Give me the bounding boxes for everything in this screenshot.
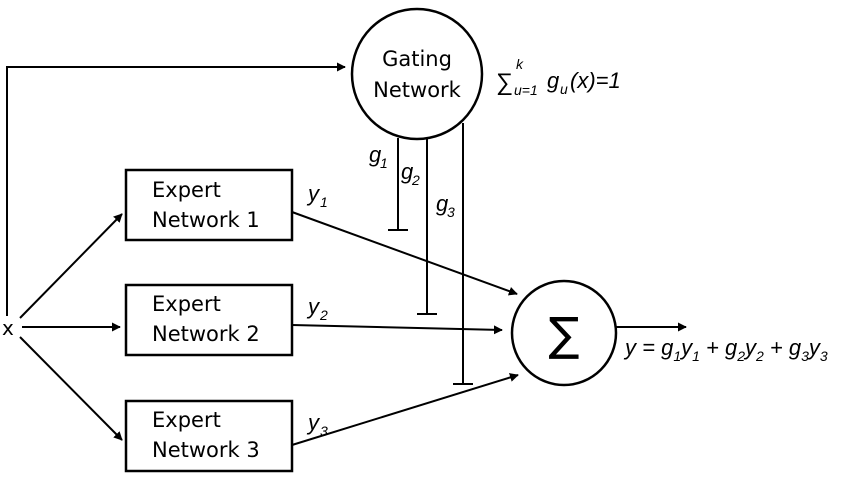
- expert-network-2-label-line2: Network 2: [152, 322, 260, 346]
- expert-network-2: Expert Network 2: [124, 283, 294, 357]
- gate3-line: [453, 123, 473, 385]
- expert-network-3-label-line1: Expert: [152, 408, 221, 432]
- constraint-g-sub: u: [560, 81, 568, 97]
- sum-node-circle: [510, 279, 618, 387]
- output-part-1: y: [679, 335, 694, 360]
- constraint-rest: (x)=1: [570, 68, 621, 93]
- gate3-label: g: [436, 191, 449, 216]
- output-part-4-sub: 3: [801, 348, 809, 364]
- output-part-0: y = g: [623, 335, 674, 360]
- gate1-sub: 1: [380, 155, 388, 171]
- gate3-sub: 3: [447, 204, 455, 220]
- output-part-4: + g: [764, 335, 802, 360]
- expert-network-1-label-line2: Network 1: [152, 208, 260, 232]
- sum-node: ∑: [510, 279, 618, 387]
- gate2-sub: 2: [411, 172, 420, 188]
- output-part-5: y: [807, 335, 822, 360]
- output-part-2: + g: [700, 335, 738, 360]
- expert3-output-label: y: [306, 410, 321, 435]
- input-to-expert1-arrow: [19, 213, 123, 319]
- output-part-3: y: [743, 335, 758, 360]
- gating-network: Gating Network: [350, 7, 484, 141]
- gate2-line: [417, 138, 437, 315]
- output-part-0-sub: 1: [673, 348, 681, 364]
- expert-network-3: Expert Network 3: [124, 399, 294, 473]
- expert-network-1-label-line1: Expert: [152, 178, 221, 202]
- expert1-output-sub: 1: [320, 194, 328, 210]
- expert-network-2-box: [124, 283, 294, 357]
- expert-network-3-label-line2: Network 3: [152, 438, 260, 462]
- expert3-to-sum-arrow: [291, 373, 519, 446]
- output-part-3-sub: 2: [755, 348, 764, 364]
- gating-network-label-line2: Network: [373, 78, 462, 102]
- gating-constraint: ∑ k u=1 g u (x)=1: [496, 56, 621, 98]
- constraint-g: g: [547, 68, 560, 93]
- expert2-output-label: y: [306, 294, 321, 319]
- expert-network-3-box: [124, 399, 294, 473]
- input-to-expert3-arrow: [19, 336, 123, 441]
- output-part-2-sub: 2: [736, 348, 745, 364]
- constraint-sub: u=1: [514, 82, 538, 98]
- input-to-gating-arrow: [6, 62, 346, 316]
- gate2-label: g: [401, 159, 414, 184]
- sum-node-symbol: ∑: [549, 307, 580, 361]
- expert2-to-sum-arrow: [291, 324, 503, 335]
- gating-network-label-line1: Gating: [382, 47, 452, 71]
- expert-network-1-box: [124, 168, 294, 242]
- gate1-label: g: [369, 142, 382, 167]
- constraint-sup: k: [516, 56, 524, 72]
- expert2-output-sub: 2: [319, 307, 328, 323]
- expert3-output-sub: 3: [320, 423, 328, 439]
- expert-network-2-label-line1: Expert: [152, 292, 221, 316]
- gate1-line: [388, 138, 408, 231]
- expert-network-1: Expert Network 1: [124, 168, 294, 242]
- output-part-1-sub: 1: [692, 348, 700, 364]
- expert1-to-sum-arrow: [291, 211, 518, 296]
- input-label: x: [2, 316, 14, 340]
- output-part-5-sub: 3: [820, 348, 828, 364]
- output-formula: y = g1y1 + g2y2 + g3y3: [623, 335, 828, 364]
- constraint-sum-symbol: ∑: [496, 69, 513, 96]
- gating-network-circle: [350, 7, 484, 141]
- expert1-output-label: y: [306, 181, 321, 206]
